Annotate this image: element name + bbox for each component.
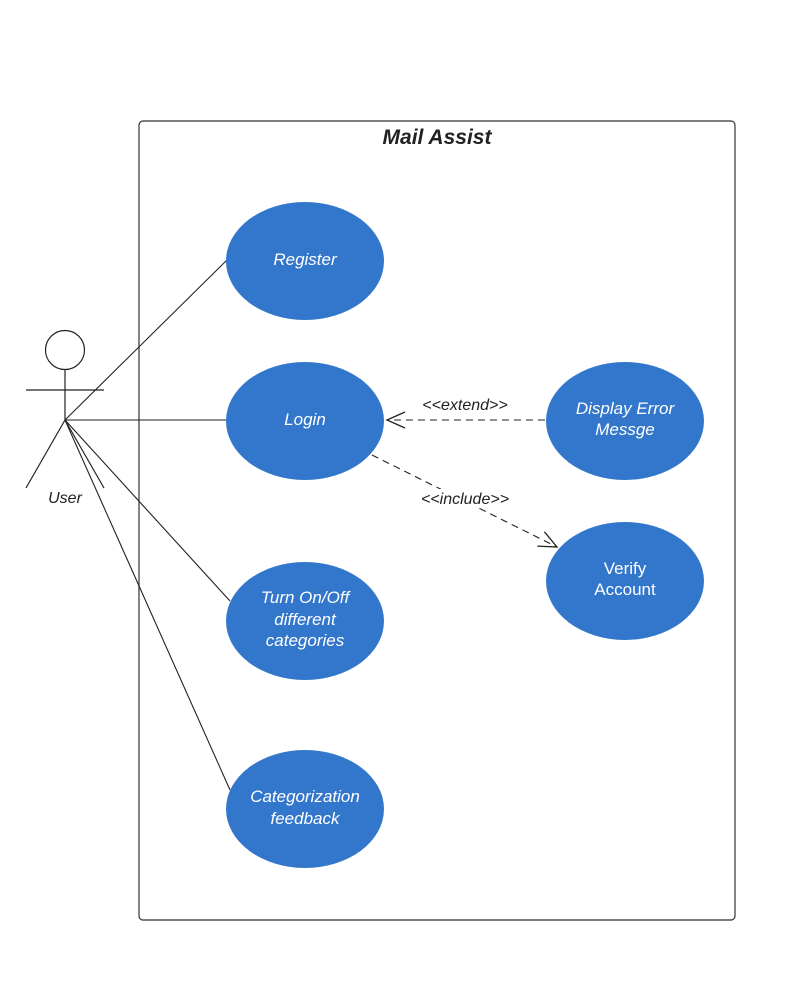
use-case-toggle-categories: Turn On/Off different categories — [226, 562, 384, 680]
use-case-ellipse — [226, 362, 384, 480]
actor-user — [25, 329, 105, 489]
use-case-verify-account: Verify Account — [546, 522, 704, 640]
include-label: <<include>> — [421, 491, 509, 508]
use-case-label: Messge — [595, 420, 655, 439]
use-case-label: Account — [594, 580, 656, 599]
extend-label: <<extend>> — [422, 397, 507, 414]
use-case-register: Register — [226, 202, 384, 320]
use-case-ellipse — [226, 202, 384, 320]
use-case-ellipse — [546, 522, 704, 640]
actor-right-leg — [64, 419, 105, 489]
include-label-bg — [418, 489, 512, 507]
use-case-label: Categorization — [250, 787, 360, 806]
use-case-label: Register — [273, 250, 338, 269]
use-case-label: feedback — [271, 809, 341, 828]
use-case-login: Login — [226, 362, 384, 480]
actor-head — [44, 329, 86, 371]
association-register — [64, 259, 228, 421]
use-case-ellipse — [226, 750, 384, 868]
actor-name: User — [48, 490, 82, 507]
use-case-label: Login — [284, 410, 326, 429]
system-boundary — [138, 120, 736, 921]
use-case-display-error: Display Error Messge — [546, 362, 704, 480]
actor-left-leg — [25, 419, 66, 489]
include-arrow — [371, 454, 559, 548]
use-case-label: Turn On/Off — [261, 588, 352, 607]
use-case-label: categories — [266, 631, 345, 650]
use-case-categorization-feedback: Categorization feedback — [226, 750, 384, 868]
association-toggle — [64, 419, 231, 602]
use-case-label: Verify — [604, 559, 647, 578]
association-feedback — [64, 419, 231, 791]
use-case-ellipse — [226, 562, 384, 680]
system-title: Mail Assist — [383, 126, 493, 149]
use-case-ellipse — [546, 362, 704, 480]
use-case-label: Display Error — [576, 399, 676, 418]
use-case-label: different — [274, 610, 337, 629]
